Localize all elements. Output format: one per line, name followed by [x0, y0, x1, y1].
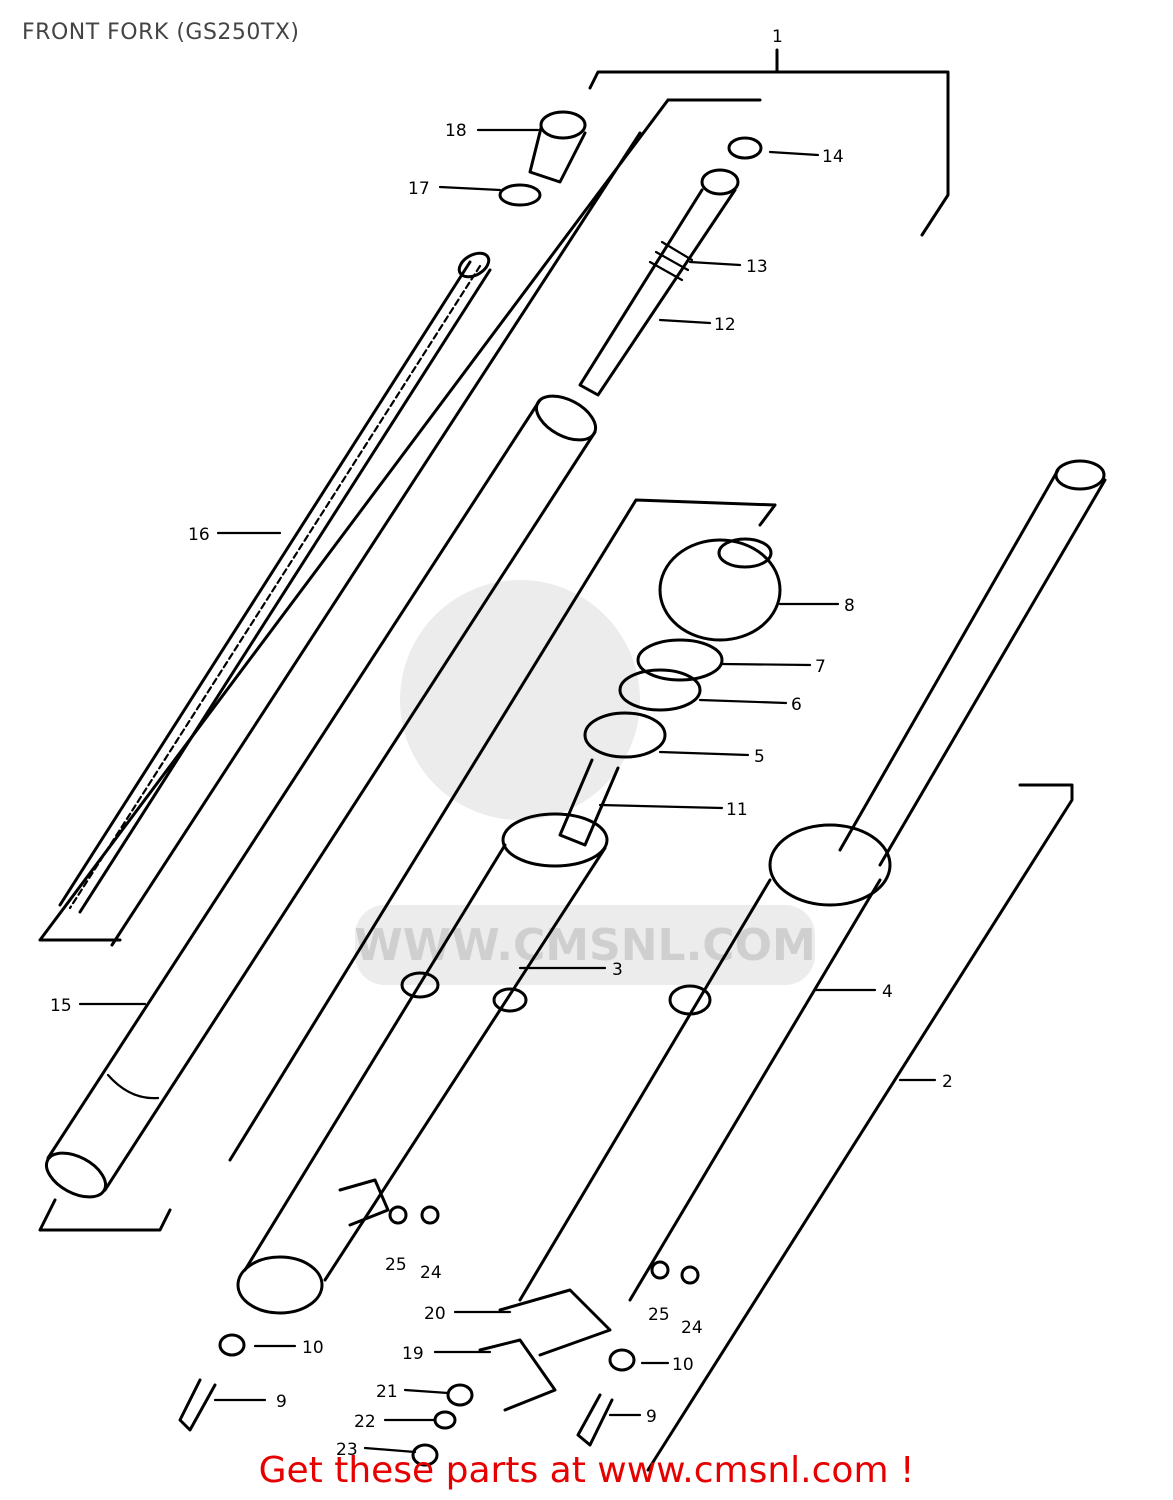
callout-14: 14	[822, 147, 844, 167]
inner-fork-tube	[45, 394, 597, 1199]
small-hardware	[178, 1205, 700, 1467]
callout-3: 3	[612, 960, 623, 980]
diagram-title: FRONT FORK (GS250TX)	[22, 20, 300, 45]
callout-9a: 9	[276, 1392, 287, 1412]
callout-12: 12	[714, 315, 736, 335]
right-fork-assembly	[478, 459, 1107, 1412]
bracket-tube-bottom	[38, 1198, 172, 1232]
callout-20: 20	[424, 1304, 446, 1324]
callout-25a: 25	[385, 1255, 407, 1275]
leader-lines	[78, 128, 937, 1454]
damper-rod	[578, 136, 763, 397]
callout-25b: 25	[648, 1305, 670, 1325]
callout-21: 21	[376, 1382, 398, 1402]
callout-4: 4	[882, 982, 893, 1002]
fork-spring	[58, 251, 492, 914]
callout-22: 22	[354, 1412, 376, 1432]
dust-seal	[658, 537, 782, 642]
callout-1: 1	[772, 27, 783, 47]
callout-23: 23	[336, 1440, 358, 1460]
callout-8: 8	[844, 596, 855, 616]
bracket-part-1	[588, 70, 950, 237]
callout-19: 19	[402, 1344, 424, 1364]
outer-tube-left	[236, 758, 620, 1315]
bracket-part-2	[646, 783, 1074, 1472]
callout-16: 16	[188, 525, 210, 545]
callout-2: 2	[942, 1072, 953, 1092]
callout-10a: 10	[302, 1338, 324, 1358]
callout-13: 13	[746, 257, 768, 277]
cmsnl-watermark: WWW.CMSNL.COM	[354, 580, 816, 985]
callout-17: 17	[408, 179, 430, 199]
callout-18: 18	[445, 121, 467, 141]
callout-9b: 9	[646, 1407, 657, 1427]
bracket-inner-assembly	[38, 98, 762, 947]
oil-seal-clip	[583, 638, 724, 759]
callout-7: 7	[815, 657, 826, 677]
callout-5: 5	[754, 747, 765, 767]
callout-labels: 1 18 17 14 13 12 16 8 7 6 5 11 15 3 4 2 …	[50, 27, 953, 1460]
callout-24b: 24	[681, 1318, 703, 1338]
callout-6: 6	[791, 695, 802, 715]
callout-10b: 10	[672, 1355, 694, 1375]
footer-link[interactable]: Get these parts at www.cmsnl.com !	[258, 1450, 915, 1491]
fork-cap-bolt	[498, 110, 587, 207]
callout-24a: 24	[420, 1263, 442, 1283]
bracket-seal-set	[228, 498, 777, 1162]
callout-11: 11	[726, 800, 748, 820]
watermark-url: WWW.CMSNL.COM	[354, 920, 816, 971]
callout-15: 15	[50, 996, 72, 1016]
